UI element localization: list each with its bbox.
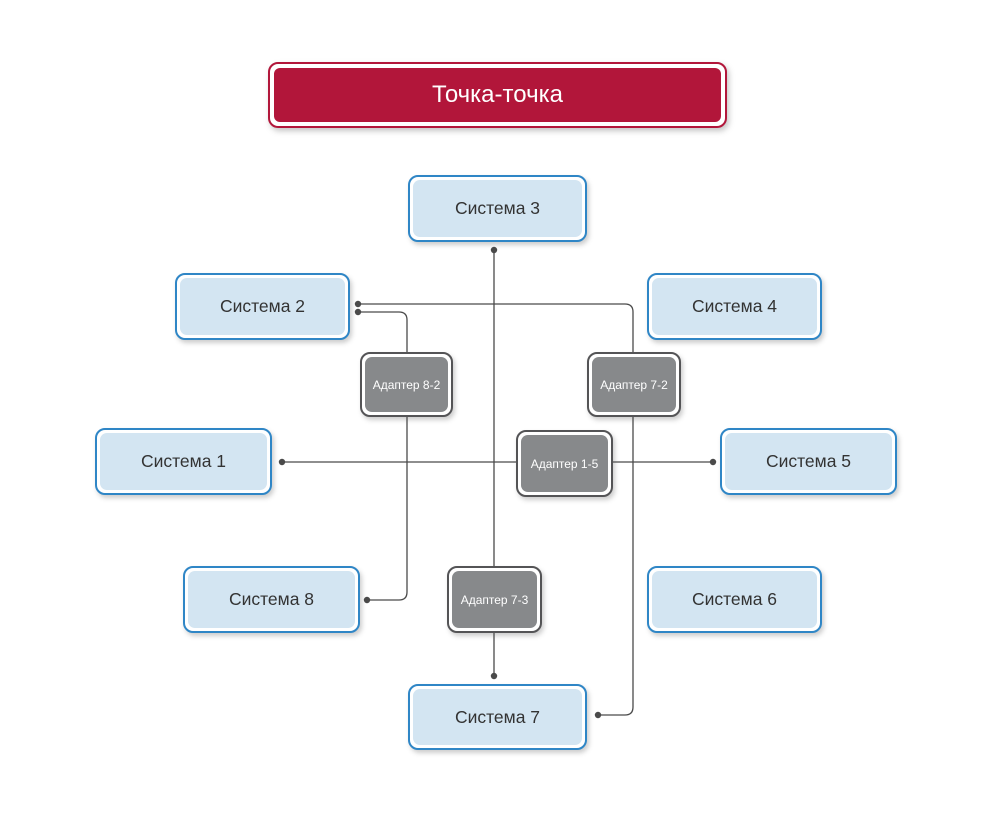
node-system-8-label: Система 8 (188, 571, 355, 628)
node-adapter-7-3: Адаптер 7-3 (447, 566, 542, 633)
node-system-3: Система 3 (408, 175, 587, 242)
node-adapter-7-2-label: Адаптер 7-2 (592, 357, 676, 412)
connector-system2-adapter72-system7 (354, 300, 634, 719)
node-adapter-1-5-label: Адаптер 1-5 (521, 435, 608, 492)
node-system-2: Система 2 (175, 273, 350, 340)
node-system-4: Система 4 (647, 273, 822, 340)
node-adapter-7-2: Адаптер 7-2 (587, 352, 681, 417)
connector-system1-adapter15-system5 (278, 458, 717, 466)
node-adapter-8-2-label: Адаптер 8-2 (365, 357, 448, 412)
node-system-6-label: Система 6 (652, 571, 817, 628)
node-system-2-label: Система 2 (180, 278, 345, 335)
node-system-5: Система 5 (720, 428, 897, 495)
diagram-title: Точка-точка (274, 68, 721, 122)
diagram-title-box: Точка-точка (268, 62, 727, 128)
node-system-7: Система 7 (408, 684, 587, 750)
node-system-6: Система 6 (647, 566, 822, 633)
node-system-3-label: Система 3 (413, 180, 582, 237)
node-system-1: Система 1 (95, 428, 272, 495)
node-system-5-label: Система 5 (725, 433, 892, 490)
node-system-7-label: Система 7 (413, 689, 582, 745)
connector-system2-adapter82-system8 (354, 308, 408, 604)
node-adapter-1-5: Адаптер 1-5 (516, 430, 613, 497)
node-adapter-7-3-label: Адаптер 7-3 (452, 571, 537, 628)
node-adapter-8-2: Адаптер 8-2 (360, 352, 453, 417)
node-system-1-label: Система 1 (100, 433, 267, 490)
node-system-4-label: Система 4 (652, 278, 817, 335)
node-system-8: Система 8 (183, 566, 360, 633)
